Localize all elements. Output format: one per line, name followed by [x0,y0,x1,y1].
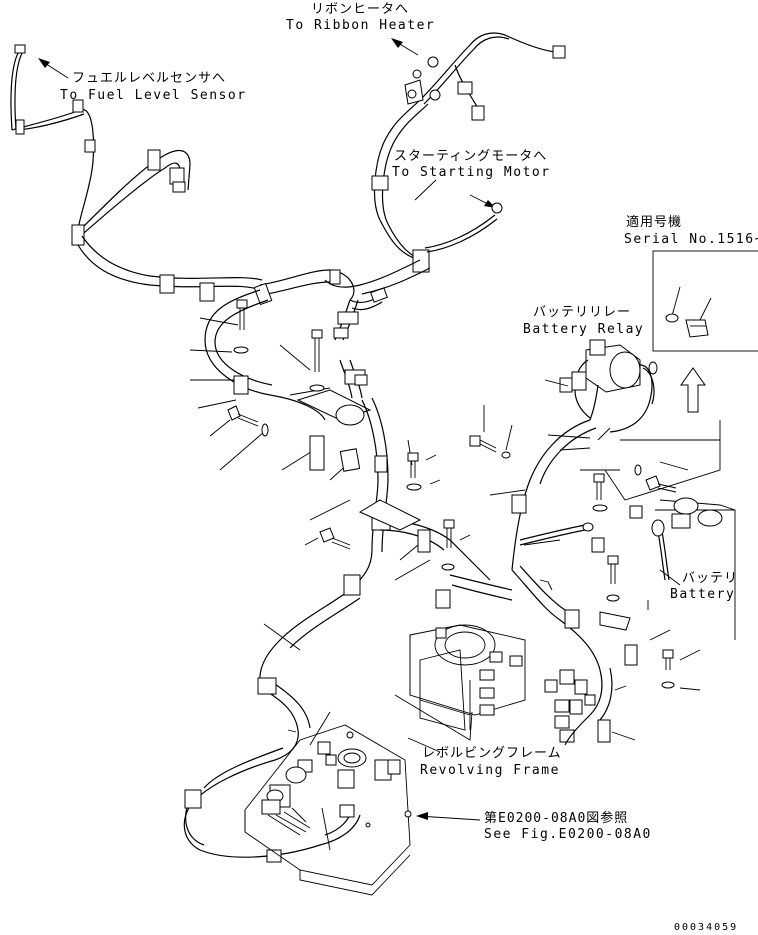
serial-inset-box [652,250,758,352]
ribbon-heater-wire [404,32,566,121]
battery-label-jp: バッテリ [682,571,738,586]
fuel-level-sensor-wire [10,44,96,231]
starting-motor-label-en: To Starting Motor [392,165,551,180]
battery-relay [544,339,658,471]
see-figure-label-jp: 第E0200-08A0図参照 [484,810,628,826]
revolving-frame-label-en: Revolving Frame [420,763,560,778]
ribbon-heater-label-en: To Ribbon Heater [286,18,435,33]
relay-box [244,711,412,896]
battery [591,420,736,743]
drawing-number: 00034059 [674,922,738,933]
center-harness [259,397,491,691]
see-figure-label-en: See Fig.E0200-08A0 [484,827,652,842]
serial-number-label-en: Serial No.1516~ [624,232,758,247]
revolving-frame-label-jp: レボルビングフレーム [422,746,562,761]
battery-relay-label-jp: バッテリリレー [533,305,631,320]
fuel-level-sensor-label-en: To Fuel Level Sensor [60,88,247,103]
ribbon-heater-label-jp: リボンヒータへ [311,2,409,17]
right-harness [449,405,613,721]
left-harness [71,149,263,302]
battery-relay-label-en: Battery Relay [523,322,644,337]
left-hardware [189,299,372,481]
revolving-frame [394,624,627,753]
upper-harness [204,99,503,421]
lower-harness [183,623,361,863]
starting-motor-label-jp: スターティングモータへ [394,149,547,164]
serial-number-label-jp: 適用号機 [626,214,682,230]
leader-arrows [38,38,706,821]
fuel-level-sensor-label-jp: フュエルレベルセンサへ [72,71,226,86]
battery-label-en: Battery [670,587,735,602]
